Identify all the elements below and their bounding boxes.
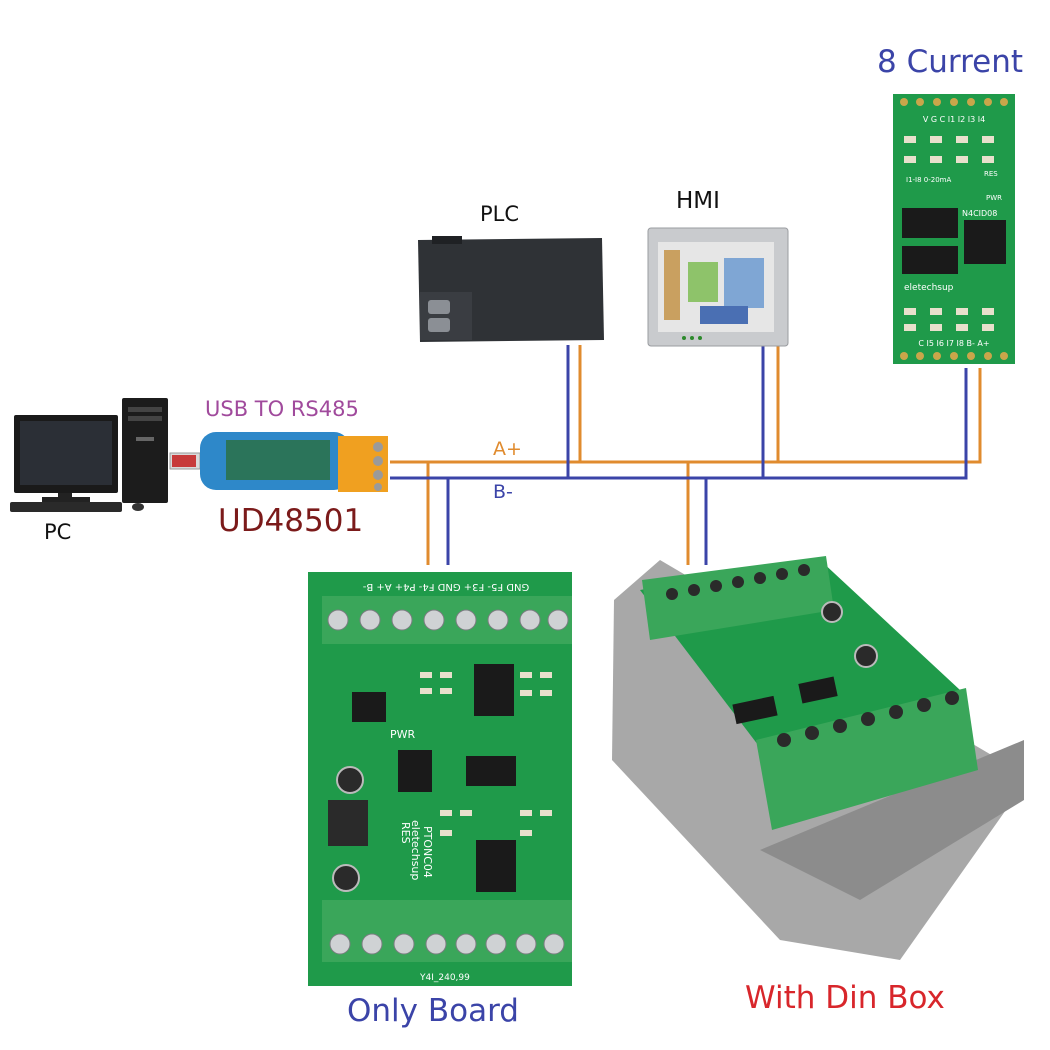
module-model: N4CID08 xyxy=(962,209,997,218)
board-chip-4 xyxy=(466,756,516,786)
usb-to-rs485-label: USB TO RS485 xyxy=(205,397,359,421)
terminal-screw-2 xyxy=(373,456,383,466)
module-pwr: PWR xyxy=(986,194,1002,202)
tower-badge xyxy=(136,437,154,441)
din-bottom-screw-holes xyxy=(777,691,959,747)
with-din-box-label: With Din Box xyxy=(745,980,945,1016)
plc-label: PLC xyxy=(480,202,520,226)
din-top-screw-holes xyxy=(666,564,810,600)
tower-case xyxy=(122,398,168,503)
board-model: PTONC04 xyxy=(421,826,434,878)
module-res: RES xyxy=(984,170,998,178)
board-chip-5 xyxy=(476,840,516,892)
board-smd-parts xyxy=(420,672,552,836)
module-resistors xyxy=(904,136,994,331)
mouse xyxy=(132,503,144,511)
current-module-board: V G C I1 I2 I3 I4 I1-I8 0-20mA RES PWR N… xyxy=(893,94,1015,364)
din-bottom-terminal-block xyxy=(756,688,978,830)
din-box-module xyxy=(612,556,1024,960)
b-minus-label: B- xyxy=(493,481,513,503)
module-chip-2 xyxy=(902,246,958,274)
dongle-pcb xyxy=(226,440,330,480)
board-footer: Y4I_240,99 xyxy=(419,973,470,983)
terminal-screw-1 xyxy=(373,442,383,452)
din-cap-2 xyxy=(854,644,878,668)
module-bottom-pads xyxy=(900,352,1008,360)
keyboard xyxy=(10,502,122,512)
board-cap-1 xyxy=(336,766,364,794)
hmi-led-1 xyxy=(682,336,686,340)
din-chip-1 xyxy=(732,695,778,725)
hmi-device xyxy=(647,227,789,347)
board-bottom-screws xyxy=(329,933,565,955)
module-range: I1-I8 0-20mA xyxy=(906,176,951,184)
board-bottom-terminal-block xyxy=(322,900,572,962)
b-minus-bus xyxy=(390,345,968,565)
board-regulator xyxy=(328,800,368,846)
monitor-neck xyxy=(58,493,72,499)
only-board-label: Only Board xyxy=(347,993,519,1029)
board-cap-2 xyxy=(332,864,360,892)
only-board: GND F5- F3+ GND F4- P4+ A+ B- PWR RES el… xyxy=(308,572,572,986)
hmi-led-2 xyxy=(690,336,694,340)
hmi-label: HMI xyxy=(676,188,720,214)
board-chip-3 xyxy=(398,750,432,792)
din-cap-1 xyxy=(821,601,843,623)
hmi-panel-b xyxy=(688,262,718,302)
a-plus-label: A+ xyxy=(493,438,522,460)
terminal-screw-3 xyxy=(373,470,383,480)
module-chip-3 xyxy=(964,220,1006,264)
board-brand: eletechsup xyxy=(409,820,422,880)
plc-port-1 xyxy=(428,300,450,314)
bus-wires xyxy=(390,345,982,565)
module-top-terminals: V G C I1 I2 I3 I4 xyxy=(923,115,985,124)
eight-current-label: 8 Current xyxy=(877,44,1024,80)
hmi-panel-c xyxy=(724,258,764,308)
monitor-screen xyxy=(20,421,112,485)
board-chip-2 xyxy=(352,692,386,722)
board-top-screws xyxy=(327,609,569,631)
hmi-led-3 xyxy=(698,336,702,340)
din-chip-2 xyxy=(798,676,838,704)
hmi-panel-a xyxy=(664,250,680,320)
hmi-panel-d xyxy=(700,306,748,324)
plc-port-panel xyxy=(420,292,472,340)
pc-computer xyxy=(10,398,168,512)
din-rail-bottom xyxy=(760,740,1024,900)
board-res: RES xyxy=(399,822,412,844)
pc-label: PC xyxy=(44,520,72,544)
usb-plug-red xyxy=(172,455,196,467)
module-bottom-terminals: C I5 I6 I7 I8 B- A+ xyxy=(918,339,989,348)
module-top-pads xyxy=(900,98,1008,106)
board-pwr: PWR xyxy=(390,728,416,741)
module-brand: eletechsup xyxy=(904,283,954,293)
usb-rs485-dongle xyxy=(169,432,388,492)
module-chip-1 xyxy=(902,208,958,238)
plc-port-2 xyxy=(428,318,450,332)
ud48501-label: UD48501 xyxy=(218,503,364,539)
tower-drive-1 xyxy=(128,407,162,412)
terminal-screw-4 xyxy=(374,483,382,491)
monitor-stand xyxy=(42,497,90,502)
plc-top-ledge xyxy=(432,236,462,244)
board-chip-1 xyxy=(474,664,514,716)
plc-device xyxy=(418,236,604,342)
a-plus-bus xyxy=(390,345,982,565)
tower-drive-2 xyxy=(128,416,162,421)
board-top-terminals: GND F5- F3+ GND F4- P4+ A+ B- xyxy=(362,581,529,592)
